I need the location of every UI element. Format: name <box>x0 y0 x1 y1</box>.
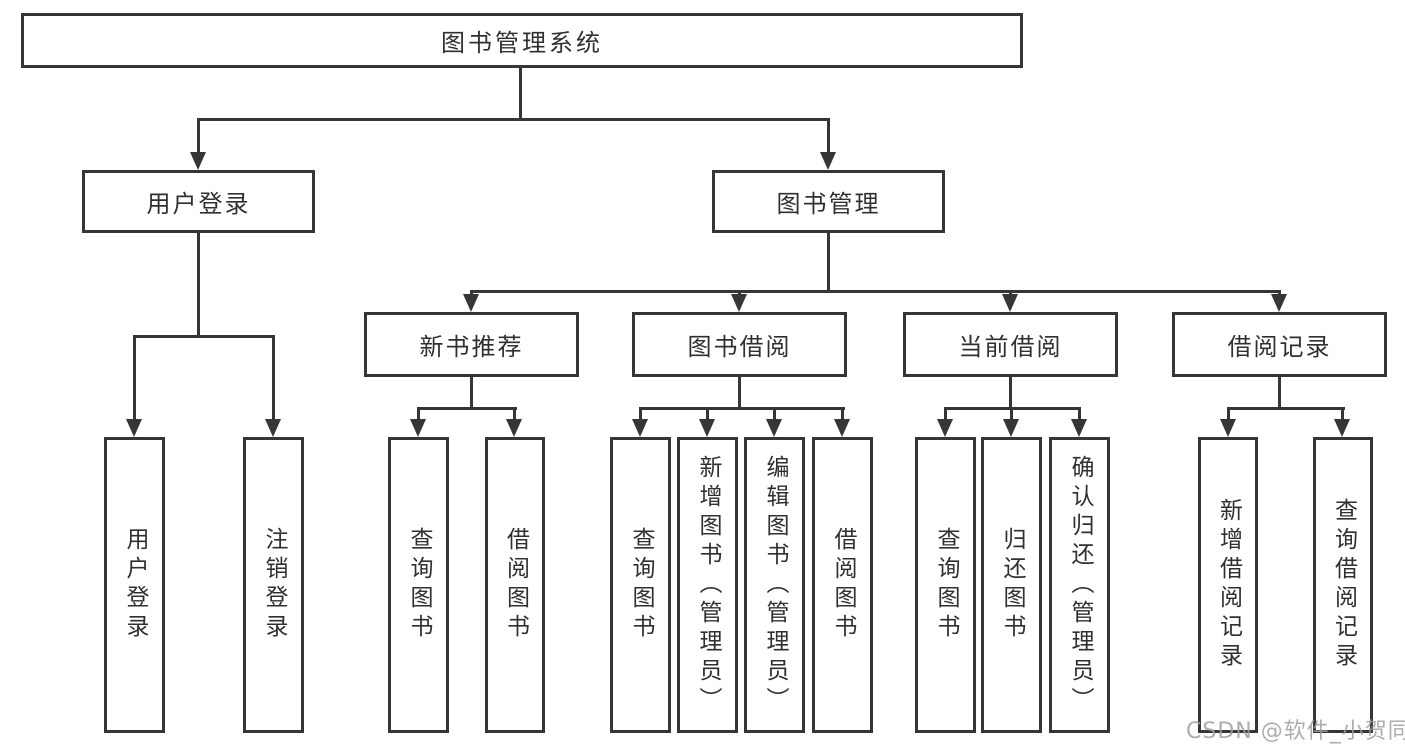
node-new-book-recommendation: 新书推荐 <box>364 312 579 377</box>
node-label: 图书管理 <box>776 190 881 218</box>
node-label: 新增借阅记录 <box>1215 498 1242 672</box>
connector-line <box>1278 377 1281 407</box>
node-library-management-system: 图书管理系统 <box>21 13 1023 68</box>
connector-line <box>417 407 517 410</box>
connector-line <box>1227 407 1345 410</box>
leaf-query-books-current: 查询图书 <box>915 437 976 733</box>
leaf-query-books-recommend: 查询图书 <box>388 437 449 733</box>
leaf-confirm-return-admin: 确认归还（管理员） <box>1049 437 1110 733</box>
node-user-login: 用户登录 <box>82 170 315 233</box>
arrow-down-icon <box>834 407 850 437</box>
connector-line <box>738 377 741 407</box>
node-label: 当前借阅 <box>958 333 1063 361</box>
node-label: 归还图书 <box>999 527 1025 643</box>
node-book-management: 图书管理 <box>712 170 945 233</box>
node-label: 编辑图书（管理员） <box>762 454 788 716</box>
leaf-add-book-admin: 新增图书（管理员） <box>677 437 738 733</box>
connector-line <box>470 377 473 407</box>
arrow-down-icon <box>410 407 426 437</box>
arrow-down-icon <box>506 407 522 437</box>
node-label: 图书管理系统 <box>441 29 603 57</box>
arrow-down-icon <box>632 407 648 437</box>
arrow-down-icon <box>1334 407 1350 437</box>
leaf-user-login: 用户登录 <box>104 437 165 733</box>
arrow-down-icon <box>1220 407 1236 437</box>
node-label: 借阅图书 <box>830 527 856 643</box>
node-label: 用户登录 <box>122 527 148 643</box>
connector-line <box>519 68 522 118</box>
leaf-logout: 注销登录 <box>243 437 304 733</box>
node-label: 查询图书 <box>406 527 432 643</box>
arrow-down-icon <box>731 290 747 312</box>
connector-line <box>197 233 200 335</box>
arrow-down-icon <box>1071 407 1087 437</box>
connector-line <box>133 335 275 338</box>
arrow-down-icon <box>1002 290 1018 312</box>
arrow-down-icon <box>190 118 206 170</box>
node-label: 确认归还（管理员） <box>1067 454 1093 716</box>
node-label: 用户登录 <box>146 190 251 218</box>
arrow-down-icon <box>699 407 715 437</box>
arrow-down-icon <box>937 407 953 437</box>
connector-line <box>470 290 1281 293</box>
arrow-down-icon <box>126 335 142 437</box>
node-label: 借阅记录 <box>1227 333 1332 361</box>
node-label: 图书借阅 <box>687 333 792 361</box>
leaf-query-borrow-record: 查询借阅记录 <box>1313 437 1373 733</box>
leaf-return-book: 归还图书 <box>981 437 1042 733</box>
connector-line <box>1009 377 1012 407</box>
node-label: 借阅图书 <box>502 527 529 643</box>
arrow-down-icon <box>1271 290 1287 312</box>
arrow-down-icon <box>463 290 479 312</box>
connector-line <box>827 233 830 290</box>
csdn-watermark: CSDN @软件_小贺同学 <box>1186 719 1405 744</box>
arrow-down-icon <box>766 407 782 437</box>
node-borrowing-records: 借阅记录 <box>1172 312 1387 377</box>
node-label: 查询图书 <box>628 527 654 643</box>
leaf-borrow-books-recommend: 借阅图书 <box>485 437 545 733</box>
leaf-borrow-books-borrowing: 借阅图书 <box>812 437 873 733</box>
node-current-borrowing: 当前借阅 <box>903 312 1118 377</box>
node-label: 新书推荐 <box>419 333 524 361</box>
node-label: 查询图书 <box>933 527 959 643</box>
node-label: 查询借阅记录 <box>1330 498 1357 672</box>
connector-line <box>639 407 845 410</box>
node-book-borrowing: 图书借阅 <box>632 312 847 377</box>
leaf-query-books-borrowing: 查询图书 <box>610 437 671 733</box>
node-label: 新增图书（管理员） <box>695 454 721 716</box>
arrow-down-icon <box>265 335 281 437</box>
leaf-edit-book-admin: 编辑图书（管理员） <box>744 437 805 733</box>
node-label: 注销登录 <box>261 527 287 643</box>
leaf-add-borrow-record: 新增借阅记录 <box>1198 437 1258 733</box>
arrow-down-icon <box>1003 407 1019 437</box>
arrow-down-icon <box>820 118 836 170</box>
connector-line <box>197 118 830 121</box>
